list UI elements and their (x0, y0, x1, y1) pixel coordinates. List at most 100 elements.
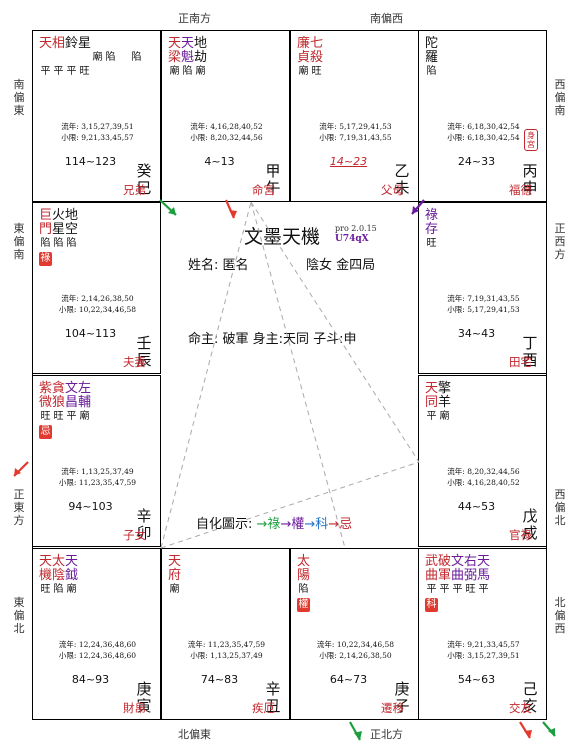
star-brightness: 平 (53, 66, 64, 77)
star-brightness: 平 (66, 411, 77, 422)
ganzhi-label: 丙申 (522, 162, 538, 197)
star-name: 祿 (425, 208, 439, 223)
dir-left-2: 東偏南 (13, 222, 25, 261)
star-column: 相 平 (52, 37, 65, 78)
daxian-range[interactable]: 84~93 (71, 673, 110, 686)
ganzhi-label: 乙未 (394, 162, 410, 197)
star-name-2: 空 (65, 222, 79, 237)
star-column: 天馬平 (477, 555, 490, 612)
dir-right-4: 北偏西 (554, 596, 566, 635)
star-brightness: 平 (478, 584, 489, 595)
liunian-years: 流年: 6,18,30,42,54 (447, 122, 520, 131)
xiaoxian-years: 小限: 6,18,30,42,54 (447, 133, 520, 142)
legend-lu: →祿 (256, 517, 281, 532)
daxian-range[interactable]: 94~103 (68, 500, 113, 513)
star-brightness: 旺 (426, 238, 437, 249)
daxian-range[interactable]: 114~123 (64, 155, 117, 168)
legend-ji: →忌 (328, 517, 353, 532)
ganzhi-label: 庚子 (394, 680, 410, 715)
star-name-2: 門 (39, 222, 53, 237)
palace-role: 官祿 (509, 528, 532, 542)
palace-role: 父母 (381, 183, 404, 197)
star-name-2: 機 (39, 568, 53, 583)
star-brightness: 平 (40, 66, 51, 77)
ganzhi-label: 甲午 (265, 162, 281, 197)
sihua-badge: 祿 (39, 252, 52, 266)
star-column: 七殺旺 (310, 37, 323, 78)
star-brightness: 廟 (66, 584, 77, 595)
star-column: 地劫廟 (194, 37, 207, 78)
daxian-range[interactable]: 44~53 (457, 500, 496, 513)
dir-left-1: 南偏東 (13, 78, 25, 117)
liunian-years: 流年: 11,23,35,47,59 (187, 640, 266, 649)
daxian-range[interactable]: 104~113 (64, 327, 117, 340)
daxian-range[interactable]: 74~83 (200, 673, 239, 686)
star-column: 巨門陷祿 (39, 209, 52, 266)
star-brightness: 平 (452, 584, 463, 595)
star-list: 武曲平科破軍平文曲平右弼旺天馬平 (425, 555, 490, 612)
star-name-2: 梁 (168, 50, 182, 65)
daxian-range[interactable]: 14~23 (329, 155, 368, 168)
sihua-badge: 科 (425, 598, 438, 612)
star-name: 太 (52, 554, 66, 569)
star-column: 天府廟 (168, 555, 181, 596)
star-brightness: 平 (426, 584, 437, 595)
star-name: 地 (65, 208, 79, 223)
daxian-range[interactable]: 64~73 (329, 673, 368, 686)
ganzhi-label: 辛丑 (265, 680, 281, 715)
star-list: 巨門陷祿火星陷地空陷 (39, 209, 78, 266)
palace-role: 財帛 (123, 701, 146, 715)
ganzhi-label: 丁酉 (522, 334, 538, 369)
star-column: 天魁陷 (181, 37, 194, 78)
dir-left-3: 正東方 (13, 488, 25, 527)
sihua-badge: 忌 (39, 425, 52, 439)
liunian-years: 流年: 2,14,26,38,50 (61, 294, 134, 303)
dir-top-1: 正南方 (178, 12, 211, 25)
star-column: 天機旺 (39, 555, 52, 596)
star-column: 左輔廟 (78, 382, 91, 439)
palace-role: 疾厄 (252, 701, 275, 715)
star-column: 天鉞廟 (65, 555, 78, 596)
palace-role: 夫妻 (123, 355, 146, 369)
star-name: 火 (52, 208, 66, 223)
daxian-range[interactable]: 34~43 (457, 327, 496, 340)
star-brightness: 廟 (298, 66, 309, 77)
chart-code: U74qX (335, 234, 369, 244)
star-column: 擎羊廟 (438, 382, 451, 423)
daxian-range[interactable]: 4~13 (204, 155, 235, 168)
palace-role: 田宅 (509, 355, 532, 369)
star-column: 文曲平 (451, 555, 464, 612)
star-name-2: 昌 (65, 395, 79, 410)
star-name: 七 (310, 36, 324, 51)
star-column: 廟 (91, 37, 104, 78)
star-list: 天府廟 (168, 555, 181, 596)
daxian-range[interactable]: 54~63 (457, 673, 496, 686)
star-name: 文 (451, 554, 465, 569)
liunian-years: 流年: 10,22,34,46,58 (316, 640, 395, 649)
star-list: 陀羅陷 (425, 37, 438, 78)
dir-bottom-2: 正北方 (370, 728, 403, 741)
star-name-2: 府 (168, 568, 182, 583)
sanfang-line-2 (160, 461, 420, 549)
star-list: 天 平相 平鈴 平星 旺 廟 陷 陷 (39, 37, 143, 78)
star-name-2: 馬 (477, 568, 491, 583)
star-brightness: 旺 (40, 584, 51, 595)
star-name: 天 (39, 554, 53, 569)
star-brightness: 陷 (426, 66, 437, 77)
star-name-2: 存 (425, 222, 439, 237)
daxian-range[interactable]: 24~33 (457, 155, 496, 168)
star-name: 右 (464, 554, 478, 569)
star-name: 相 (52, 36, 66, 51)
